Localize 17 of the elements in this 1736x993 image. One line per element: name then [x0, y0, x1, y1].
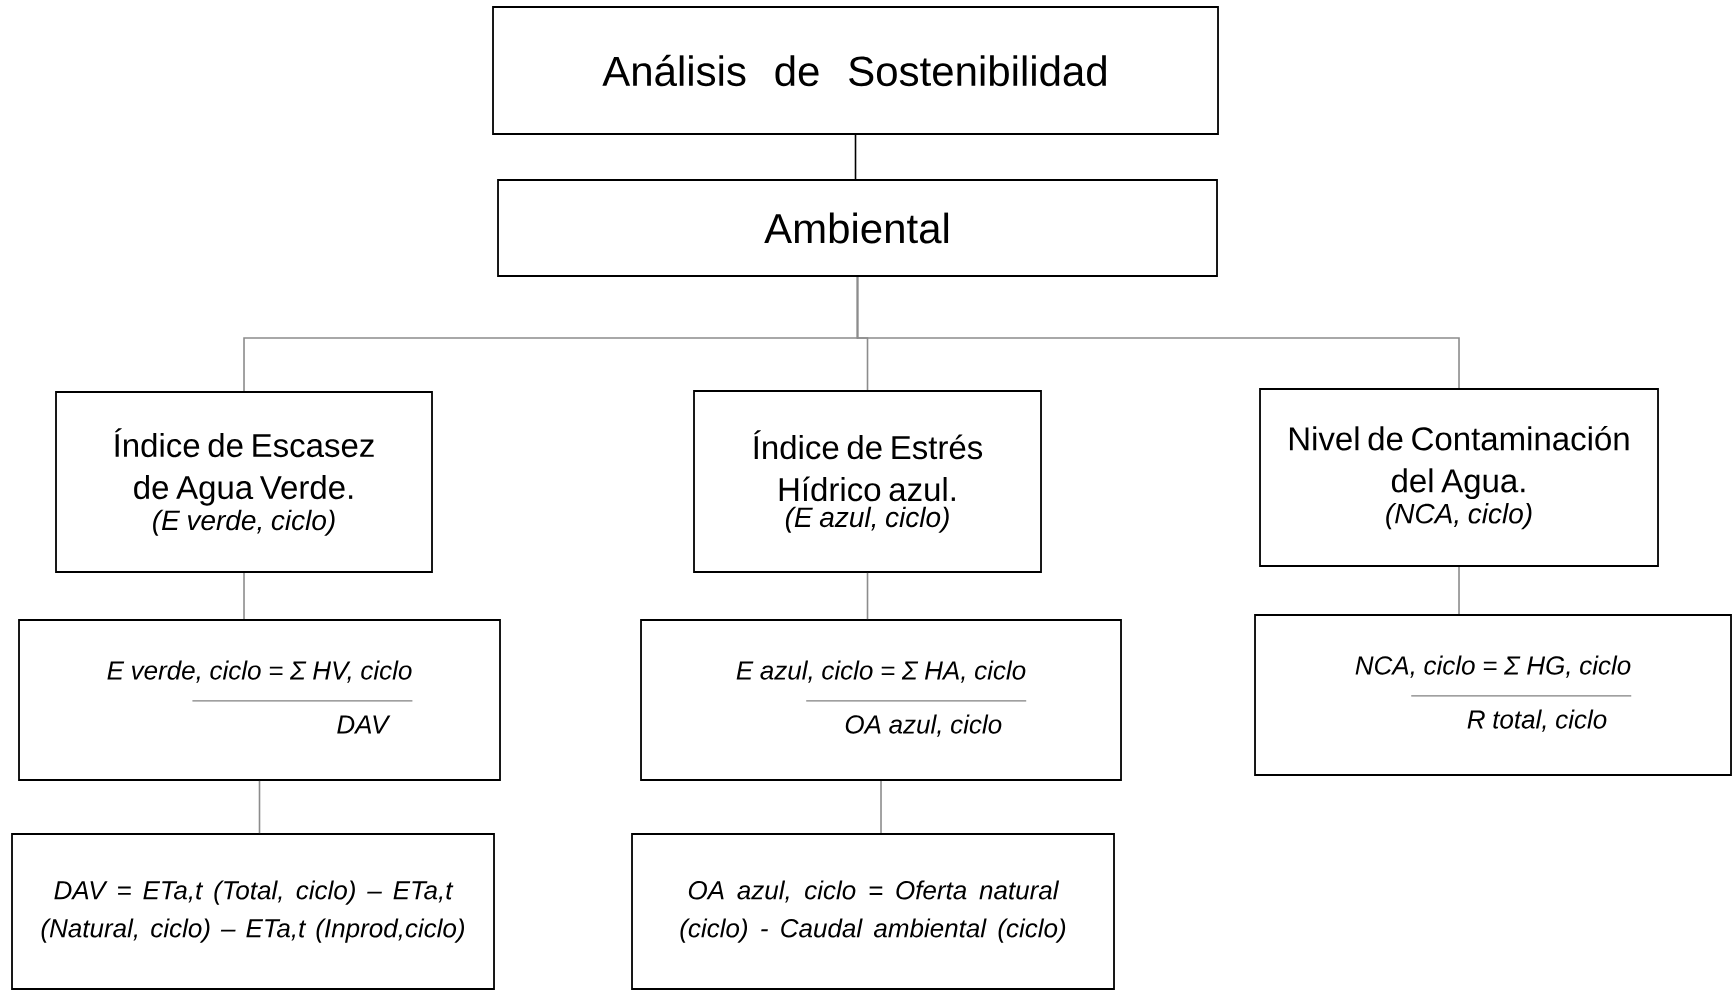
connector-line	[258, 780, 261, 834]
indicator-box: Nivel de Contaminación del Agua. (NCA, ciclo)	[1259, 388, 1659, 567]
indicator-box: Índice de Escasez de Agua Verde. (E verde, ciclo)	[55, 391, 433, 573]
connector-line	[854, 134, 857, 180]
fraction-formula-box: NCA, ciclo = Σ HG, ciclo R total, ciclo	[1254, 614, 1732, 776]
connector-line	[243, 572, 245, 620]
indicator-box: Índice de Estrés Hídrico azul. (E azul, ciclo)	[693, 390, 1042, 573]
connector-line	[866, 572, 869, 620]
formula-box: DAV = ETa,t (Total, ciclo) – ETa,t (Natural, ciclo) – ETa,t (Inprod,ciclo)	[11, 833, 495, 990]
formula-box: OA azul, ciclo = Oferta natural (ciclo) - Caudal ambiental (ciclo)	[631, 833, 1115, 990]
connector-line	[856, 276, 1460, 389]
fraction-formula-box: E azul, ciclo = Σ HA, ciclo OA azul, ciclo	[640, 619, 1122, 781]
heading-box: Análisis de Sostenibilidad	[492, 6, 1219, 135]
fraction-formula-box: E verde, ciclo = Σ HV, ciclo DAV	[18, 619, 501, 781]
connector-line	[880, 780, 882, 834]
connector-line	[1458, 566, 1460, 615]
heading-box: Ambiental	[497, 179, 1218, 277]
